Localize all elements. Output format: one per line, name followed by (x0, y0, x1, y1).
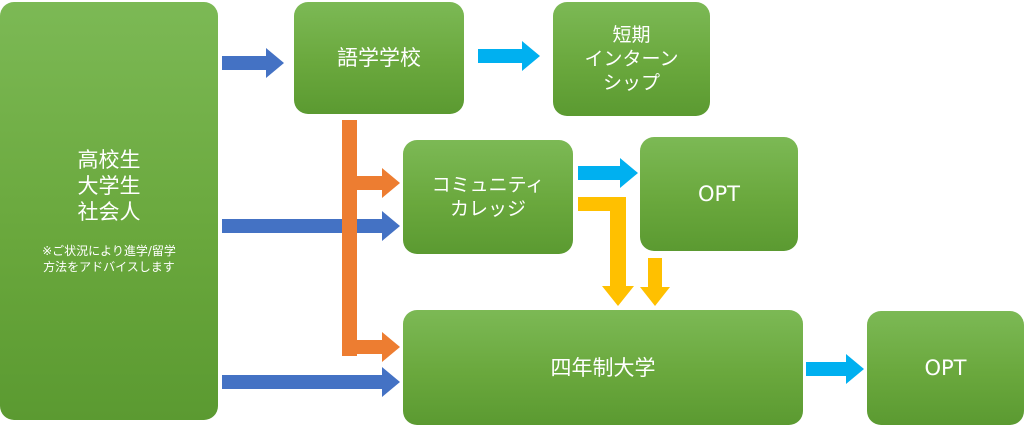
community-college-box: コミュニティ カレッジ (403, 140, 573, 254)
language-school-box: 語学学校 (294, 2, 464, 114)
internship-line-3: シップ (602, 72, 660, 94)
arrow-community-college-to-opt (578, 158, 638, 188)
arrow-language-school-to-internship (478, 41, 540, 71)
internship-line-2: インターン (584, 48, 679, 70)
arrow-orange-vertical (342, 120, 357, 356)
arrow-source-to-language-school (222, 48, 284, 78)
opt-bottom-box: OPT (867, 311, 1024, 425)
source-line-3: 社会人 (77, 200, 141, 224)
arrow-language-school-to-community-college (357, 168, 400, 198)
arrow-university-to-opt (806, 354, 864, 384)
community-college-line-1: コミュニティ (431, 174, 545, 196)
source-line-2: 大学生 (77, 174, 141, 198)
arrow-source-to-community-college (222, 211, 400, 241)
source-box: 高校生 大学生 社会人 ※ご状況により進学/留学 方法をアドバイスします (0, 2, 218, 420)
community-college-line-2: カレッジ (449, 198, 526, 220)
language-school-label: 語学学校 (337, 46, 421, 70)
opt-top-box: OPT (640, 137, 798, 251)
source-note: ※ご状況により進学/留学 方法をアドバイスします (42, 243, 176, 275)
university-label: 四年制大学 (550, 355, 656, 380)
opt-bottom-label: OPT (924, 356, 967, 380)
source-note-line-1: ※ご状況により進学/留学 (42, 244, 176, 258)
opt-top-label: OPT (697, 182, 741, 206)
source-line-1: 高校生 (77, 148, 141, 172)
source-note-line-2: 方法をアドバイスします (43, 260, 175, 274)
arrow-language-school-to-university (357, 332, 400, 362)
arrow-community-college-to-university (578, 197, 634, 306)
arrow-opt-to-university (640, 258, 670, 306)
internship-line-1: 短期 (612, 24, 651, 46)
short-internship-box: 短期 インターン シップ (553, 2, 710, 116)
university-box: 四年制大学 (403, 310, 803, 425)
arrow-source-to-university (222, 367, 400, 397)
